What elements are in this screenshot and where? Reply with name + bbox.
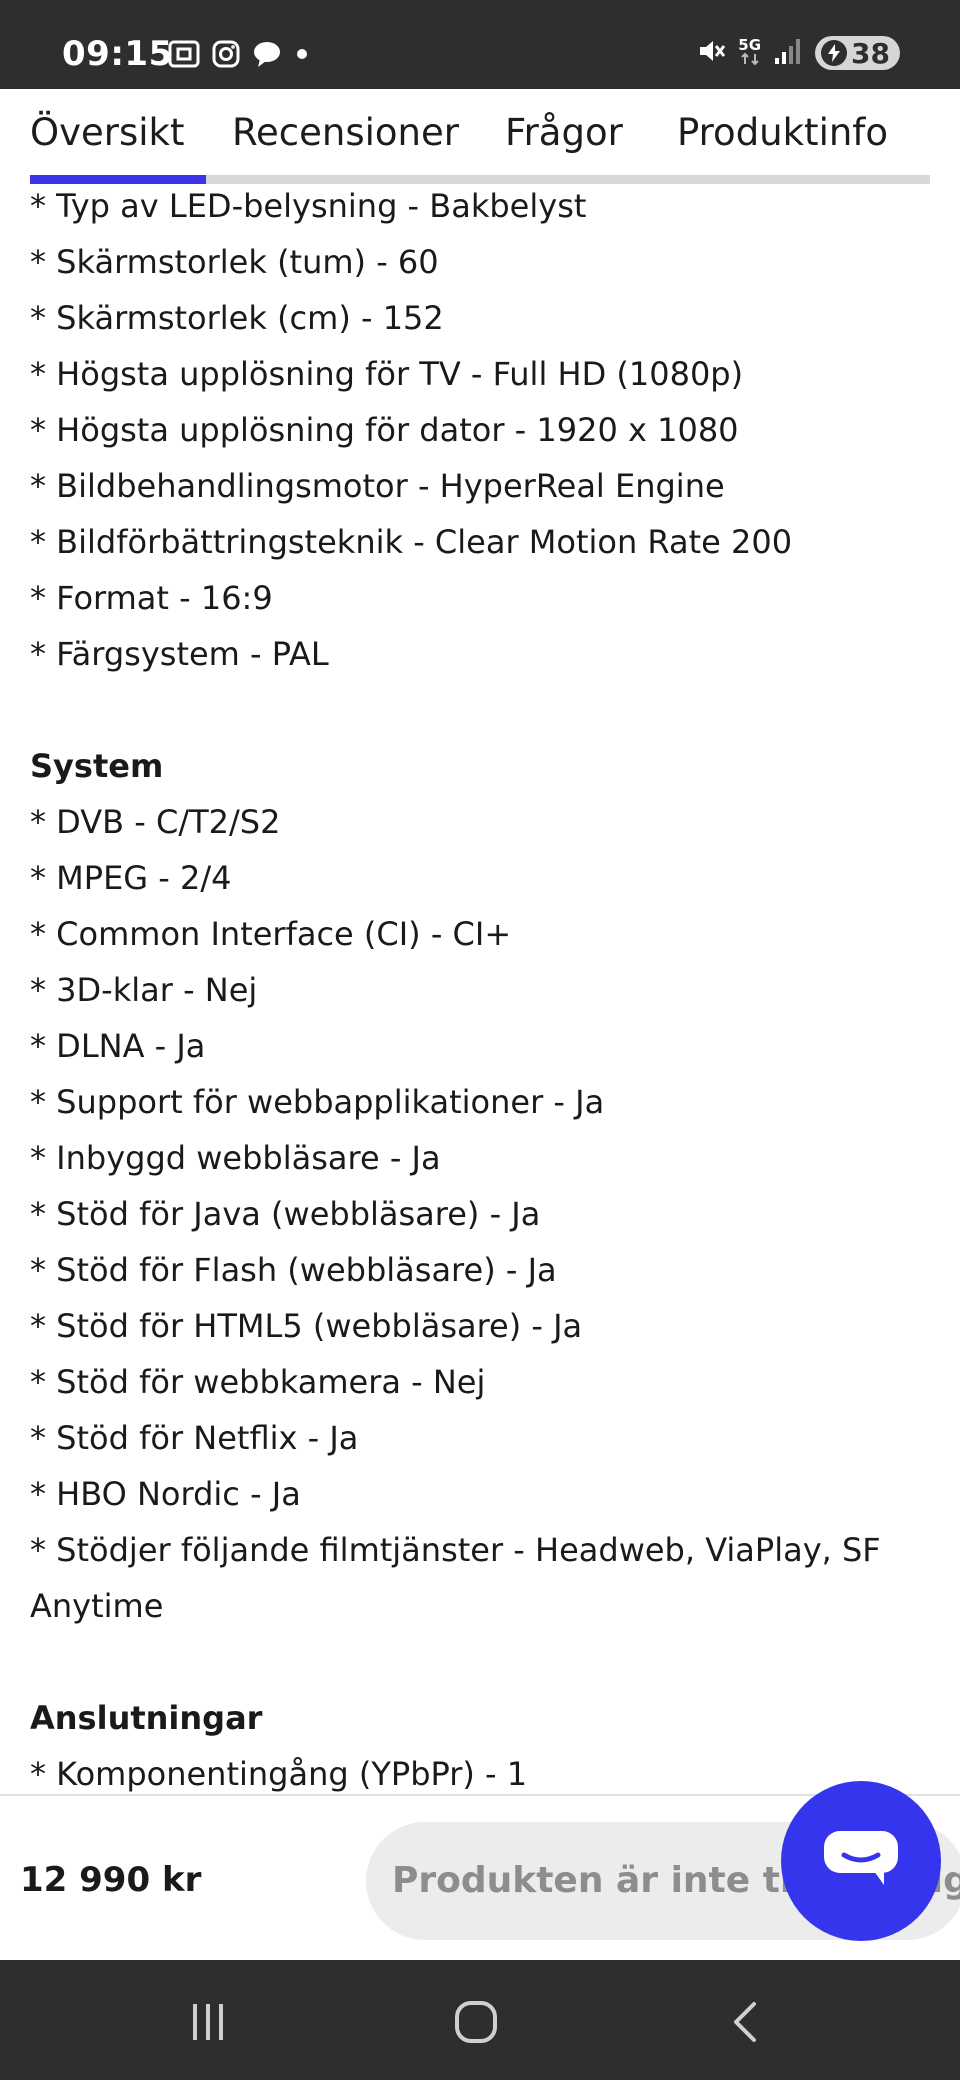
tab-track bbox=[30, 175, 930, 184]
spec-line: * DVB - C/T2/S2 bbox=[30, 803, 281, 841]
spec-line: * Högsta upplösning för dator - 1920 x 1… bbox=[30, 411, 739, 449]
tab-oversikt[interactable]: Översikt bbox=[30, 111, 185, 154]
tab-recensioner[interactable]: Recensioner bbox=[232, 111, 459, 154]
recent-apps-icon bbox=[186, 2000, 230, 2048]
spec-line: * Färgsystem - PAL bbox=[30, 635, 329, 673]
recent-apps-button[interactable] bbox=[178, 1994, 238, 2054]
spec-line: * MPEG - 2/4 bbox=[30, 859, 232, 897]
system-icons: 5G 38 bbox=[696, 36, 900, 70]
spec-line: * 3D-klar - Nej bbox=[30, 971, 258, 1009]
bolt-icon bbox=[821, 40, 848, 66]
status-bar: 09:15 bbox=[0, 0, 960, 89]
chat-button[interactable] bbox=[781, 1781, 941, 1941]
spec-line: * Stöd för Java (webbläsare) - Ja bbox=[30, 1195, 541, 1233]
section-heading-anslutningar: Anslutningar bbox=[30, 1699, 263, 1737]
spec-line: * Typ av LED-belysning - Bakbelyst bbox=[30, 187, 587, 225]
spec-line: * Komponentingång (YPbPr) - 1 bbox=[30, 1755, 528, 1793]
back-icon bbox=[726, 1998, 766, 2050]
battery-charging-icon: 38 bbox=[815, 36, 900, 70]
mute-icon bbox=[696, 36, 726, 70]
navigation-bar bbox=[0, 1960, 960, 2080]
back-button[interactable] bbox=[716, 1994, 776, 2054]
spec-line: * DLNA - Ja bbox=[30, 1027, 206, 1065]
home-icon bbox=[452, 1998, 500, 2050]
product-price: 12 990 kr bbox=[20, 1860, 202, 1900]
spec-line: * Inbyggd webbläsare - Ja bbox=[30, 1139, 441, 1177]
notification-icons bbox=[168, 40, 310, 72]
section-heading-system: System bbox=[30, 747, 164, 785]
network-label: 5G bbox=[738, 38, 761, 68]
product-specs: * Typ av LED-belysning - Bakbelyst * Skä… bbox=[30, 178, 930, 1802]
home-button[interactable] bbox=[446, 1994, 506, 2054]
tab-bar: Översikt Recensioner Frågor Produktinfo bbox=[0, 89, 960, 185]
chat-icon bbox=[822, 1829, 900, 1893]
spec-line: * Format - 16:9 bbox=[30, 579, 273, 617]
instagram-icon bbox=[212, 40, 240, 72]
section-spacer bbox=[30, 682, 930, 738]
signal-icon bbox=[773, 36, 803, 70]
status-time: 09:15 bbox=[62, 34, 173, 74]
battery-level: 38 bbox=[851, 36, 890, 70]
spec-line: * Bildbehandlingsmotor - HyperReal Engin… bbox=[30, 467, 725, 505]
dot-icon bbox=[294, 46, 310, 66]
spec-line: * Support för webbapplikationer - Ja bbox=[30, 1083, 605, 1121]
screenshot-icon bbox=[168, 40, 200, 72]
tab-active-indicator bbox=[30, 175, 206, 184]
spec-line: * Bildförbättringsteknik - Clear Motion … bbox=[30, 523, 793, 561]
spec-line: * Stöd för webbkamera - Nej bbox=[30, 1363, 486, 1401]
spec-line: * Stöd för Netflix - Ja bbox=[30, 1419, 359, 1457]
spec-line: * Common Interface (CI) - CI+ bbox=[30, 915, 512, 953]
tab-produktinfo[interactable]: Produktinfo bbox=[677, 111, 888, 154]
spec-line: * Skärmstorlek (tum) - 60 bbox=[30, 243, 439, 281]
spec-line: * Högsta upplösning för TV - Full HD (10… bbox=[30, 355, 744, 393]
section-spacer bbox=[30, 1634, 930, 1690]
tab-fragor[interactable]: Frågor bbox=[505, 111, 623, 154]
spec-line: * Skärmstorlek (cm) - 152 bbox=[30, 299, 444, 337]
spec-line: * HBO Nordic - Ja bbox=[30, 1475, 301, 1513]
chat-bubble-icon bbox=[252, 40, 282, 72]
spec-line: * Stöd för HTML5 (webbläsare) - Ja bbox=[30, 1307, 583, 1345]
spec-line: * Stöd för Flash (webbläsare) - Ja bbox=[30, 1251, 557, 1289]
spec-line: * Stödjer följande filmtjänster - Headwe… bbox=[30, 1531, 881, 1625]
